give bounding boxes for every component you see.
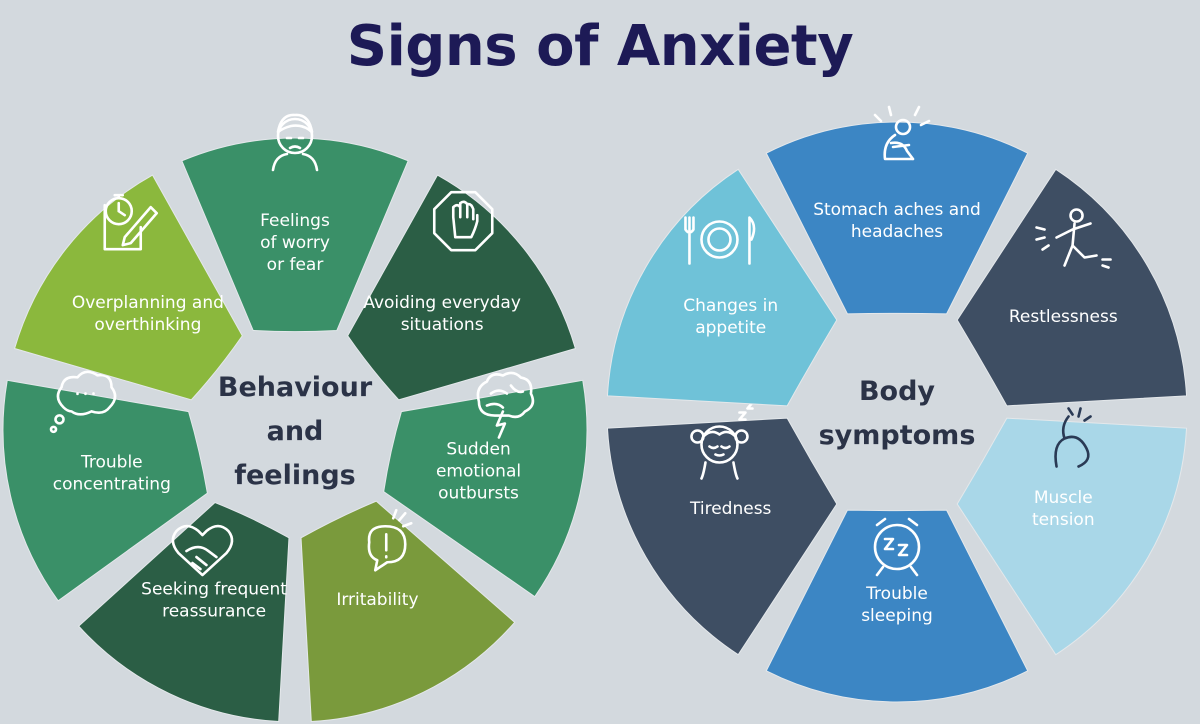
segment-shape — [606, 168, 838, 407]
sore-knee-icon — [1054, 407, 1092, 468]
heart-handshake-icon — [171, 524, 234, 577]
page-title: Signs of Anxiety — [346, 14, 854, 79]
segment-label: concentrating — [53, 474, 171, 494]
segment-label: Muscle — [1034, 488, 1093, 508]
center-label: Behaviour — [218, 372, 373, 403]
segment-shape — [181, 137, 409, 333]
segment-shape — [300, 500, 516, 723]
segment-label: emotional — [436, 462, 521, 482]
left-wheel-segment: Irritability — [300, 500, 516, 723]
segment-label: headaches — [851, 222, 943, 242]
center-label: symptoms — [819, 420, 976, 451]
segment-shape — [765, 509, 1029, 703]
fidgeting-person-icon — [1035, 208, 1112, 269]
segment-shape — [606, 417, 838, 656]
right-wheel-segment: Tiredness — [606, 401, 838, 656]
segment-label: Sudden — [446, 440, 510, 460]
center-label: Body — [859, 376, 935, 407]
segment-shape — [347, 174, 577, 401]
segment-label: Seeking frequent — [141, 580, 287, 600]
segment-label: Overplanning and — [72, 293, 224, 313]
center-label: feelings — [234, 460, 356, 491]
right-wheel-segment: Restlessness — [956, 168, 1188, 407]
segment-label: overthinking — [94, 315, 201, 335]
segment-label: Feelings — [260, 211, 330, 231]
brain-lightning-icon — [476, 371, 535, 439]
stop-hand-icon — [432, 190, 494, 252]
segment-shape — [13, 174, 243, 401]
sleepy-girl-icon — [690, 401, 754, 480]
segment-shape — [77, 501, 290, 723]
segment-label: or fear — [267, 255, 324, 275]
segment-label: sleeping — [861, 606, 933, 626]
segment-label: Restlessness — [1009, 307, 1118, 327]
hunched-person-pain-icon — [873, 105, 931, 161]
segment-shape — [956, 417, 1188, 656]
segment-label: Changes in — [683, 296, 778, 316]
segment-shape — [956, 168, 1188, 407]
segment-label: Trouble — [80, 452, 143, 472]
plate-cutlery-icon — [684, 216, 756, 265]
thought-bubble-icon — [49, 370, 117, 434]
segment-label: Irritability — [336, 590, 418, 610]
segment-label: Stomach aches and — [813, 200, 981, 220]
segment-label: Tiredness — [689, 499, 772, 519]
segment-shape — [765, 121, 1029, 315]
segment-label: situations — [401, 315, 484, 335]
segment-label: Trouble — [865, 584, 928, 604]
stopwatch-pencil-icon — [103, 193, 159, 251]
segment-label: outbursts — [438, 484, 519, 504]
center-label: and — [267, 416, 324, 447]
body-symptoms-wheel: Stomach aches andheadachesRestlessnessMu… — [606, 105, 1188, 703]
segment-label: appetite — [695, 318, 766, 338]
alarm-clock-zzz-icon — [873, 517, 921, 577]
exclamation-speech-icon — [367, 508, 413, 572]
segment-label: reassurance — [162, 602, 266, 622]
segment-shape — [2, 379, 208, 602]
worried-face-icon — [271, 113, 319, 172]
segment-label: tension — [1032, 510, 1095, 530]
segment-label: of worry — [260, 233, 330, 253]
segment-label: Avoiding everyday — [363, 293, 521, 313]
segment-shape — [383, 379, 588, 598]
